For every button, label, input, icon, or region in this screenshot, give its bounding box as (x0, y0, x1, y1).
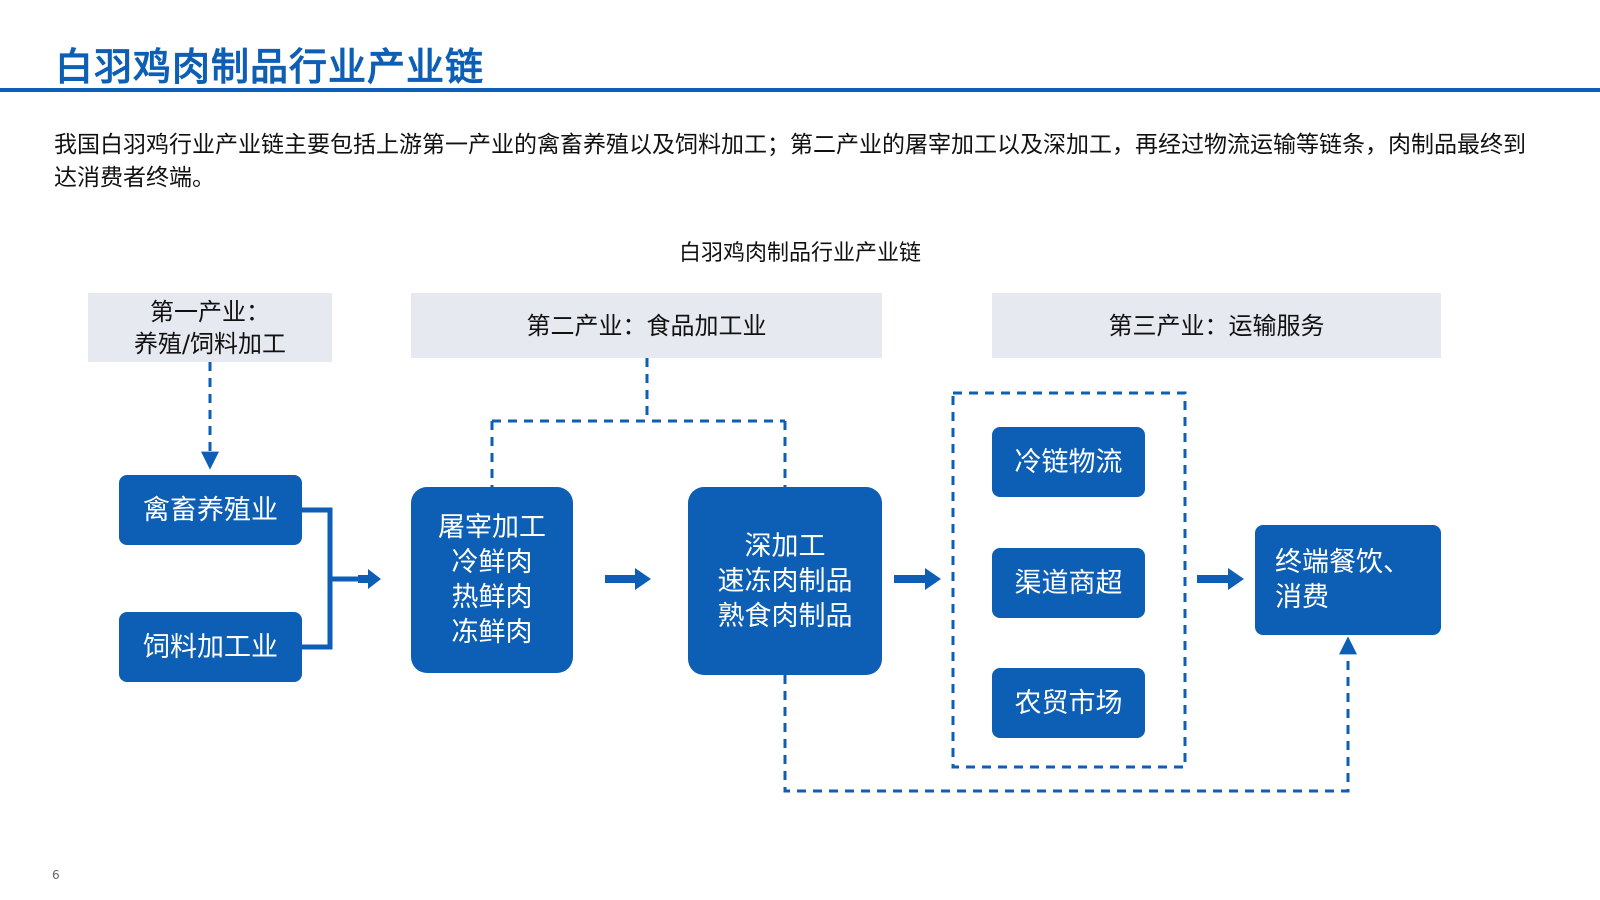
node-feed-processing: 饲料加工业 (119, 612, 302, 682)
node-deep-processing: 深加工 速冻肉制品 熟食肉制品 (688, 487, 882, 675)
node-livestock-farming: 禽畜养殖业 (119, 475, 302, 545)
stage-header-secondary: 第二产业：食品加工业 (411, 293, 882, 358)
page-title: 白羽鸡肉制品行业产业链 (55, 45, 485, 89)
node-farmers-market: 农贸市场 (992, 668, 1145, 738)
dashed-link-terminal (783, 636, 1357, 793)
title-divider (0, 88, 1600, 92)
tertiary-group-box (951, 391, 1187, 769)
arrow-to-deep-processing (605, 568, 651, 590)
node-slaughter-processing: 屠宰加工 冷鲜肉 热鲜肉 冻鲜肉 (411, 487, 573, 673)
node-channel-supermarket: 渠道商超 (992, 548, 1145, 618)
stage-header-primary: 第一产业： 养殖/饲料加工 (88, 293, 332, 362)
arrow-to-slaughter (358, 569, 381, 589)
stage-header-tertiary: 第三产业：运输服务 (992, 293, 1441, 358)
arrow-to-terminal (1197, 568, 1244, 590)
page-number: 6 (52, 868, 60, 882)
arrow-to-tertiary (894, 568, 941, 590)
intro-paragraph: 我国白羽鸡行业产业链主要包括上游第一产业的禽畜养殖以及饲料加工；第二产业的屠宰加… (54, 132, 1526, 191)
dashed-link-secondary (490, 358, 787, 487)
node-cold-chain-logistics: 冷链物流 (992, 427, 1145, 497)
merge-bracket (302, 507, 360, 650)
node-terminal-consumption: 终端餐饮、 消费 (1255, 525, 1441, 635)
diagram-caption: 白羽鸡肉制品行业产业链 (678, 241, 921, 266)
